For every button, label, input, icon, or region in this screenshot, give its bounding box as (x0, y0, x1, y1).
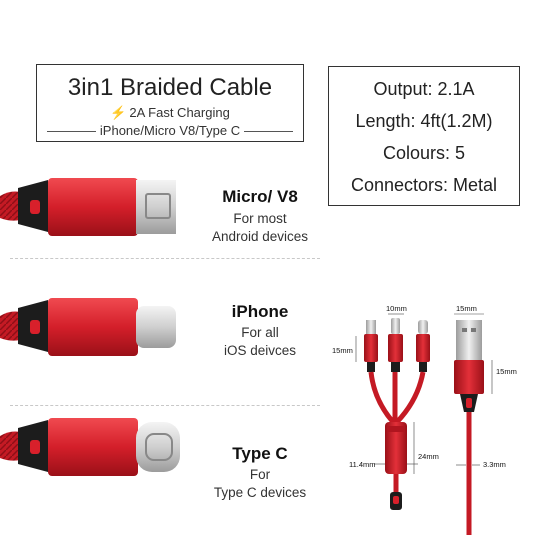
dim-15mm-top: 15mm (456, 304, 477, 313)
spec-colours: Colours: 5 (382, 143, 466, 163)
title-box: 3in1 Braided Cable ⚡2A Fast Charging iPh… (36, 64, 304, 142)
micro-usb-connector-image (0, 178, 176, 236)
dim-15mm-left: 15mm (332, 346, 353, 355)
dim-10mm: 10mm (386, 304, 407, 313)
splitter-image (385, 422, 407, 474)
connector-name-typec: Type C (232, 444, 288, 463)
dim-11-4mm: 11.4mm (349, 460, 376, 469)
fast-charging-label: 2A Fast Charging (129, 105, 230, 120)
connector-desc-micro-2: Android devices (211, 229, 309, 244)
connector-name-micro: Micro/ V8 (222, 187, 298, 206)
dim-3-3mm: 3.3mm (483, 460, 506, 469)
specs-box: Output: 2.1A Length: 4ft(1.2M) Colours: … (328, 66, 520, 206)
connector-desc-typec-2: Type C devices (213, 485, 307, 500)
dim-15mm-right: 15mm (496, 367, 517, 376)
connector-illustrations (0, 178, 180, 476)
spec-length: Length: 4ft(1.2M) (355, 111, 493, 131)
connector-desc-iphone-2: iOS deivces (223, 343, 297, 358)
type-c-connector-image (0, 418, 180, 476)
connector-name-iphone: iPhone (231, 302, 289, 321)
compatibility-label: iPhone/Micro V8/Type C (95, 123, 245, 138)
product-subtitle: ⚡2A Fast Charging (37, 105, 303, 121)
three-connector-heads (364, 318, 430, 372)
dimension-diagram (355, 313, 493, 535)
connector-desc-iphone-1: For all (241, 325, 279, 340)
lightning-bolt-icon: ⚡ (110, 105, 127, 120)
row-divider (10, 258, 320, 259)
compatibility-line: iPhone/Micro V8/Type C (37, 123, 303, 138)
lightning-connector-image (0, 298, 176, 356)
spec-connectors: Connectors: Metal (350, 175, 498, 195)
dim-24mm: 24mm (418, 452, 439, 461)
connector-desc-typec-1: For (249, 467, 271, 482)
spec-output: Output: 2.1A (373, 79, 475, 99)
row-divider (10, 405, 320, 406)
connector-desc-micro-1: For most (233, 211, 287, 226)
product-title: 3in1 Braided Cable (67, 74, 273, 101)
usb-a-connector-image (454, 320, 484, 535)
